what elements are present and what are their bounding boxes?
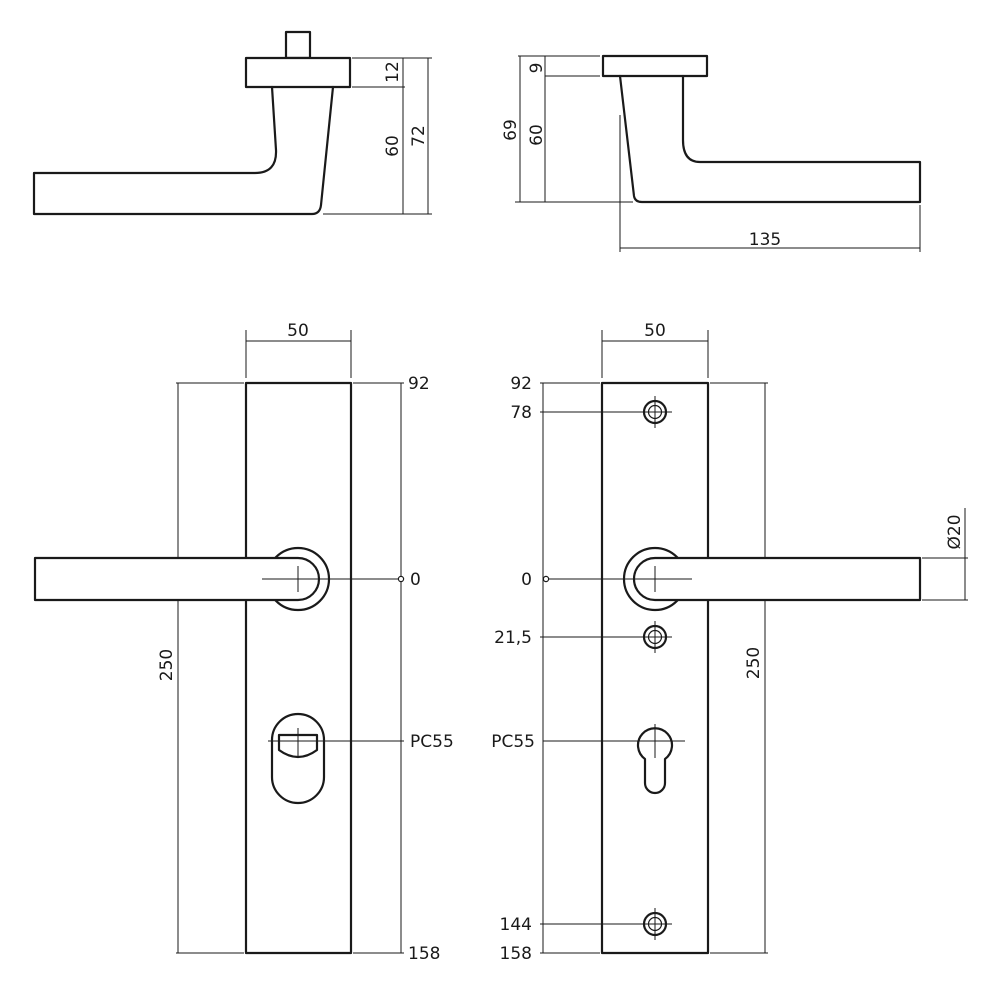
ref-bottom: 158	[500, 944, 532, 964]
ref-screw-top: 78	[510, 403, 532, 423]
lever-arm	[33, 556, 321, 602]
dim-total-height: 72	[409, 125, 429, 147]
screw-top-icon	[642, 399, 668, 425]
cylinder-keyhole-icon	[636, 727, 674, 795]
dim-plate-width: 50	[287, 321, 309, 341]
ref-handle-axis: 0	[521, 570, 532, 590]
screw-bottom-icon	[642, 911, 668, 937]
lever-body	[618, 74, 922, 204]
dim-plate-height: 250	[744, 647, 764, 679]
cylinder-escutcheon	[270, 712, 326, 805]
ref-top: 92	[408, 374, 430, 394]
dim-handle-diameter: Ø20	[945, 514, 965, 549]
dim-rose-height: 12	[383, 61, 403, 83]
side-view-left: 12 60 72	[32, 30, 432, 216]
ref-screw-bottom: 144	[500, 915, 532, 935]
screw-mid-icon	[642, 624, 668, 650]
ref-cylinder: PC55	[410, 732, 454, 752]
rose	[244, 56, 352, 89]
backplate	[244, 381, 353, 955]
rose	[601, 54, 709, 78]
lever-arm	[632, 556, 922, 602]
dim-projection: 135	[749, 230, 781, 250]
lever-body	[32, 85, 335, 216]
ref-top: 92	[510, 374, 532, 394]
cylinder-cover	[277, 733, 319, 759]
spindle-stub	[284, 30, 312, 60]
backplate	[600, 381, 710, 955]
ref-screw-mid: 21,5	[494, 628, 532, 648]
dim-neck-height: 60	[527, 124, 547, 146]
ref-handle-axis: 0	[410, 570, 421, 590]
dim-total-height: 69	[501, 119, 521, 141]
ref-bottom: 158	[408, 944, 440, 964]
dim-neck-height: 60	[383, 135, 403, 157]
front-view-right: 50 250 92 158 78 0 Ø20	[491, 321, 968, 964]
dim-plate-width: 50	[644, 321, 666, 341]
side-view-right: 9 60 69 135	[501, 54, 922, 252]
front-view-left: 50 250 92 158 0 PC55	[33, 321, 454, 964]
dim-rose-height: 9	[527, 63, 547, 74]
dim-plate-height: 250	[157, 649, 177, 681]
ref-cylinder: PC55	[491, 732, 535, 752]
